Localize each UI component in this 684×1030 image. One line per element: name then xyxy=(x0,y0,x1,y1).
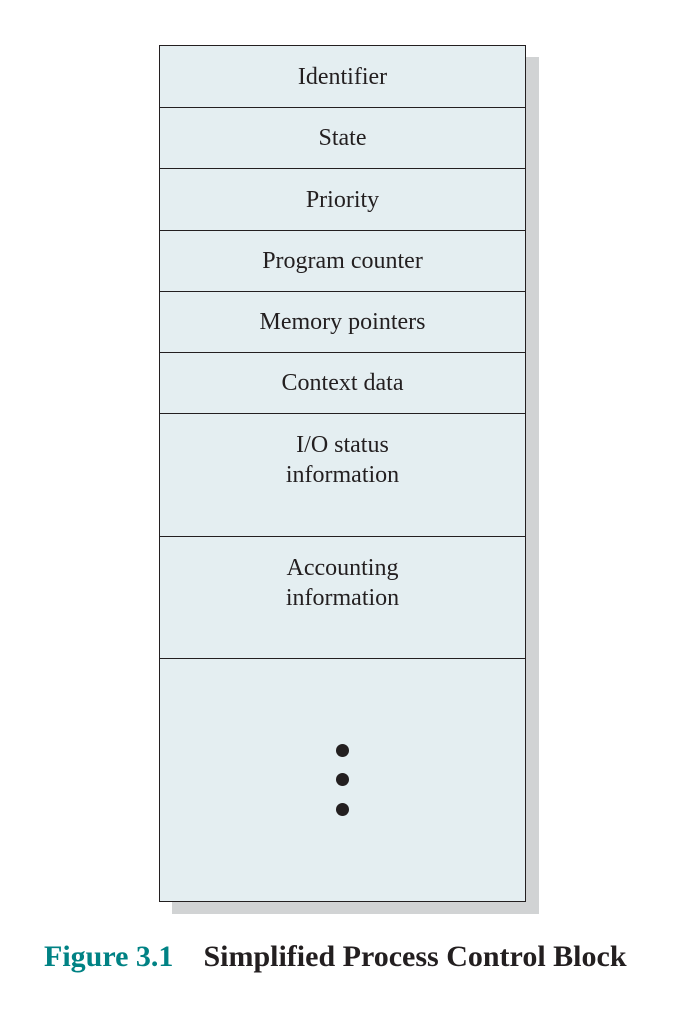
pcb-field-memory-pointers: Memory pointers xyxy=(160,292,525,353)
figure-caption: Figure 3.1 Simplified Process Control Blo… xyxy=(44,938,627,976)
ellipsis-dot xyxy=(336,744,349,757)
ellipsis-dot xyxy=(336,803,349,816)
pcb-field-label: Priority xyxy=(305,186,380,213)
pcb-field-accounting: Accounting information xyxy=(160,537,525,659)
pcb-field-program-counter: Program counter xyxy=(160,231,525,292)
pcb-field-label: State xyxy=(318,125,367,151)
pcb-field-io-status: I/O status information xyxy=(160,414,525,537)
process-control-block: Identifier State Priority Program counte… xyxy=(159,45,526,902)
ellipsis-dot xyxy=(336,773,349,786)
figure-number: Figure 3.1 xyxy=(44,940,174,973)
pcb-field-label: I/O status information xyxy=(285,432,400,488)
figure-title: Simplified Process Control Block xyxy=(203,940,627,973)
pcb-field-label: Program counter xyxy=(262,248,423,274)
pcb-field-identifier: Identifier xyxy=(160,46,525,108)
pcb-field-label: Accounting information xyxy=(285,554,400,611)
pcb-field-priority: Priority xyxy=(160,169,525,231)
pcb-field-label: Context data xyxy=(281,370,404,396)
pcb-field-label: Memory pointers xyxy=(259,309,426,335)
pcb-field-context-data: Context data xyxy=(160,353,525,414)
pcb-field-state: State xyxy=(160,108,525,169)
pcb-field-label: Identifier xyxy=(297,63,388,90)
